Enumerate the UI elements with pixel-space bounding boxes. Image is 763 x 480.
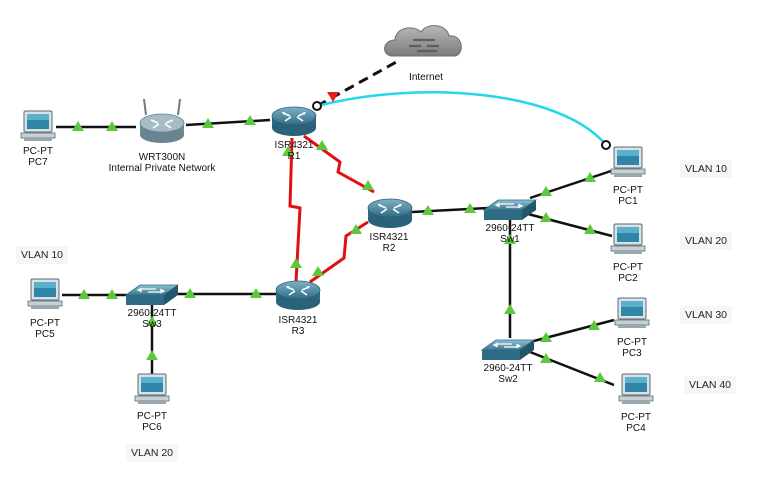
wrt-model: WRT300N	[138, 152, 186, 163]
switch-sw3-label: 2960-24TT Sw3	[128, 308, 177, 330]
router-r3-icon[interactable]	[275, 280, 321, 311]
router-r1-model: ISR4321	[274, 140, 314, 151]
switch-sw3-name: Sw3	[142, 319, 162, 330]
switch-sw2-label: 2960-24TT Sw2	[484, 363, 533, 385]
pc6-model: PC-PT	[137, 411, 167, 422]
router-r1-icon[interactable]	[271, 106, 317, 137]
pc4-model: PC-PT	[621, 412, 651, 423]
switch-sw3-icon[interactable]	[125, 284, 179, 306]
vlan-label-pc3: VLAN 30	[680, 306, 733, 324]
pc6-icon[interactable]	[134, 373, 170, 405]
pc2-name: PC2	[618, 273, 638, 284]
pc4-label: PC-PT PC4	[621, 412, 651, 434]
internet-cloud-icon[interactable]	[384, 25, 462, 57]
switch-sw3-model: 2960-24TT	[127, 308, 177, 319]
pc3-model: PC-PT	[617, 337, 647, 348]
link-r2-sw1[interactable]	[411, 206, 489, 214]
router-r1-label: ISR4321 R1	[275, 140, 314, 162]
router-r2-label: ISR4321 R2	[370, 232, 409, 254]
switch-sw1-model: 2960-24TT	[485, 223, 535, 234]
pc5-model: PC-PT	[30, 318, 60, 329]
switch-sw2-model: 2960-24TT	[483, 363, 533, 374]
pc5-icon[interactable]	[27, 278, 63, 310]
vlan-label-pc1: VLAN 10	[680, 160, 733, 178]
pc2-icon[interactable]	[610, 223, 646, 255]
router-r3-label: ISR4321 R3	[279, 315, 318, 337]
pc1-icon[interactable]	[610, 146, 646, 178]
link-wrt-r1[interactable]	[185, 118, 271, 127]
link-down-indicator	[327, 92, 339, 102]
wireless-router-icon[interactable]	[139, 98, 185, 144]
pc3-icon[interactable]	[614, 297, 650, 329]
pc7-model: PC-PT	[23, 146, 53, 157]
vlan-label-pc5: VLAN 10	[16, 246, 69, 264]
pc4-name: PC4	[626, 423, 646, 434]
vlan-label-pc6: VLAN 20	[126, 444, 179, 462]
internet-label: Internet	[409, 72, 443, 83]
link-r1-r3-serial[interactable]	[288, 137, 302, 283]
link-sw1-pc2[interactable]	[527, 212, 613, 238]
router-r3-model: ISR4321	[278, 315, 318, 326]
pc1-name: PC1	[618, 196, 638, 207]
link-r1-r2-serial[interactable]	[303, 134, 375, 194]
link-r1-pc1-console[interactable]	[316, 91, 607, 146]
router-r2-model: ISR4321	[369, 232, 409, 243]
pc2-model: PC-PT	[613, 262, 643, 273]
router-r2-icon[interactable]	[367, 198, 413, 229]
vlan-label-pc2: VLAN 20	[680, 232, 733, 250]
pc6-label: PC-PT PC6	[137, 411, 167, 433]
pc5-name: PC5	[35, 329, 55, 340]
router-r3-name: R3	[291, 326, 305, 337]
pc1-model: PC-PT	[613, 185, 643, 196]
link-r1-internet[interactable]	[316, 58, 401, 108]
switch-sw1-name: Sw1	[500, 234, 520, 245]
pc7-label: PC-PT PC7	[23, 146, 53, 168]
wrt-label: WRT300N Internal Private Network	[109, 152, 216, 174]
switch-sw1-label: 2960-24TT Sw1	[486, 223, 535, 245]
pc3-label: PC-PT PC3	[617, 337, 647, 359]
wrt-name: Internal Private Network	[108, 163, 216, 174]
pc2-label: PC-PT PC2	[613, 262, 643, 284]
vlan-label-pc4: VLAN 40	[684, 376, 737, 394]
pc6-name: PC6	[142, 422, 162, 433]
pc3-name: PC3	[622, 348, 642, 359]
router-r1-name: R1	[287, 151, 301, 162]
pc7-icon[interactable]	[20, 110, 56, 142]
router-r2-name: R2	[382, 243, 396, 254]
pc5-label: PC-PT PC5	[30, 318, 60, 340]
switch-sw1-icon[interactable]	[483, 199, 537, 221]
switch-sw2-name: Sw2	[498, 374, 518, 385]
pc4-icon[interactable]	[618, 373, 654, 405]
pc7-name: PC7	[28, 157, 48, 168]
link-status-indicators	[72, 92, 611, 382]
pc1-label: PC-PT PC1	[613, 185, 643, 207]
switch-sw2-icon[interactable]	[481, 339, 535, 361]
